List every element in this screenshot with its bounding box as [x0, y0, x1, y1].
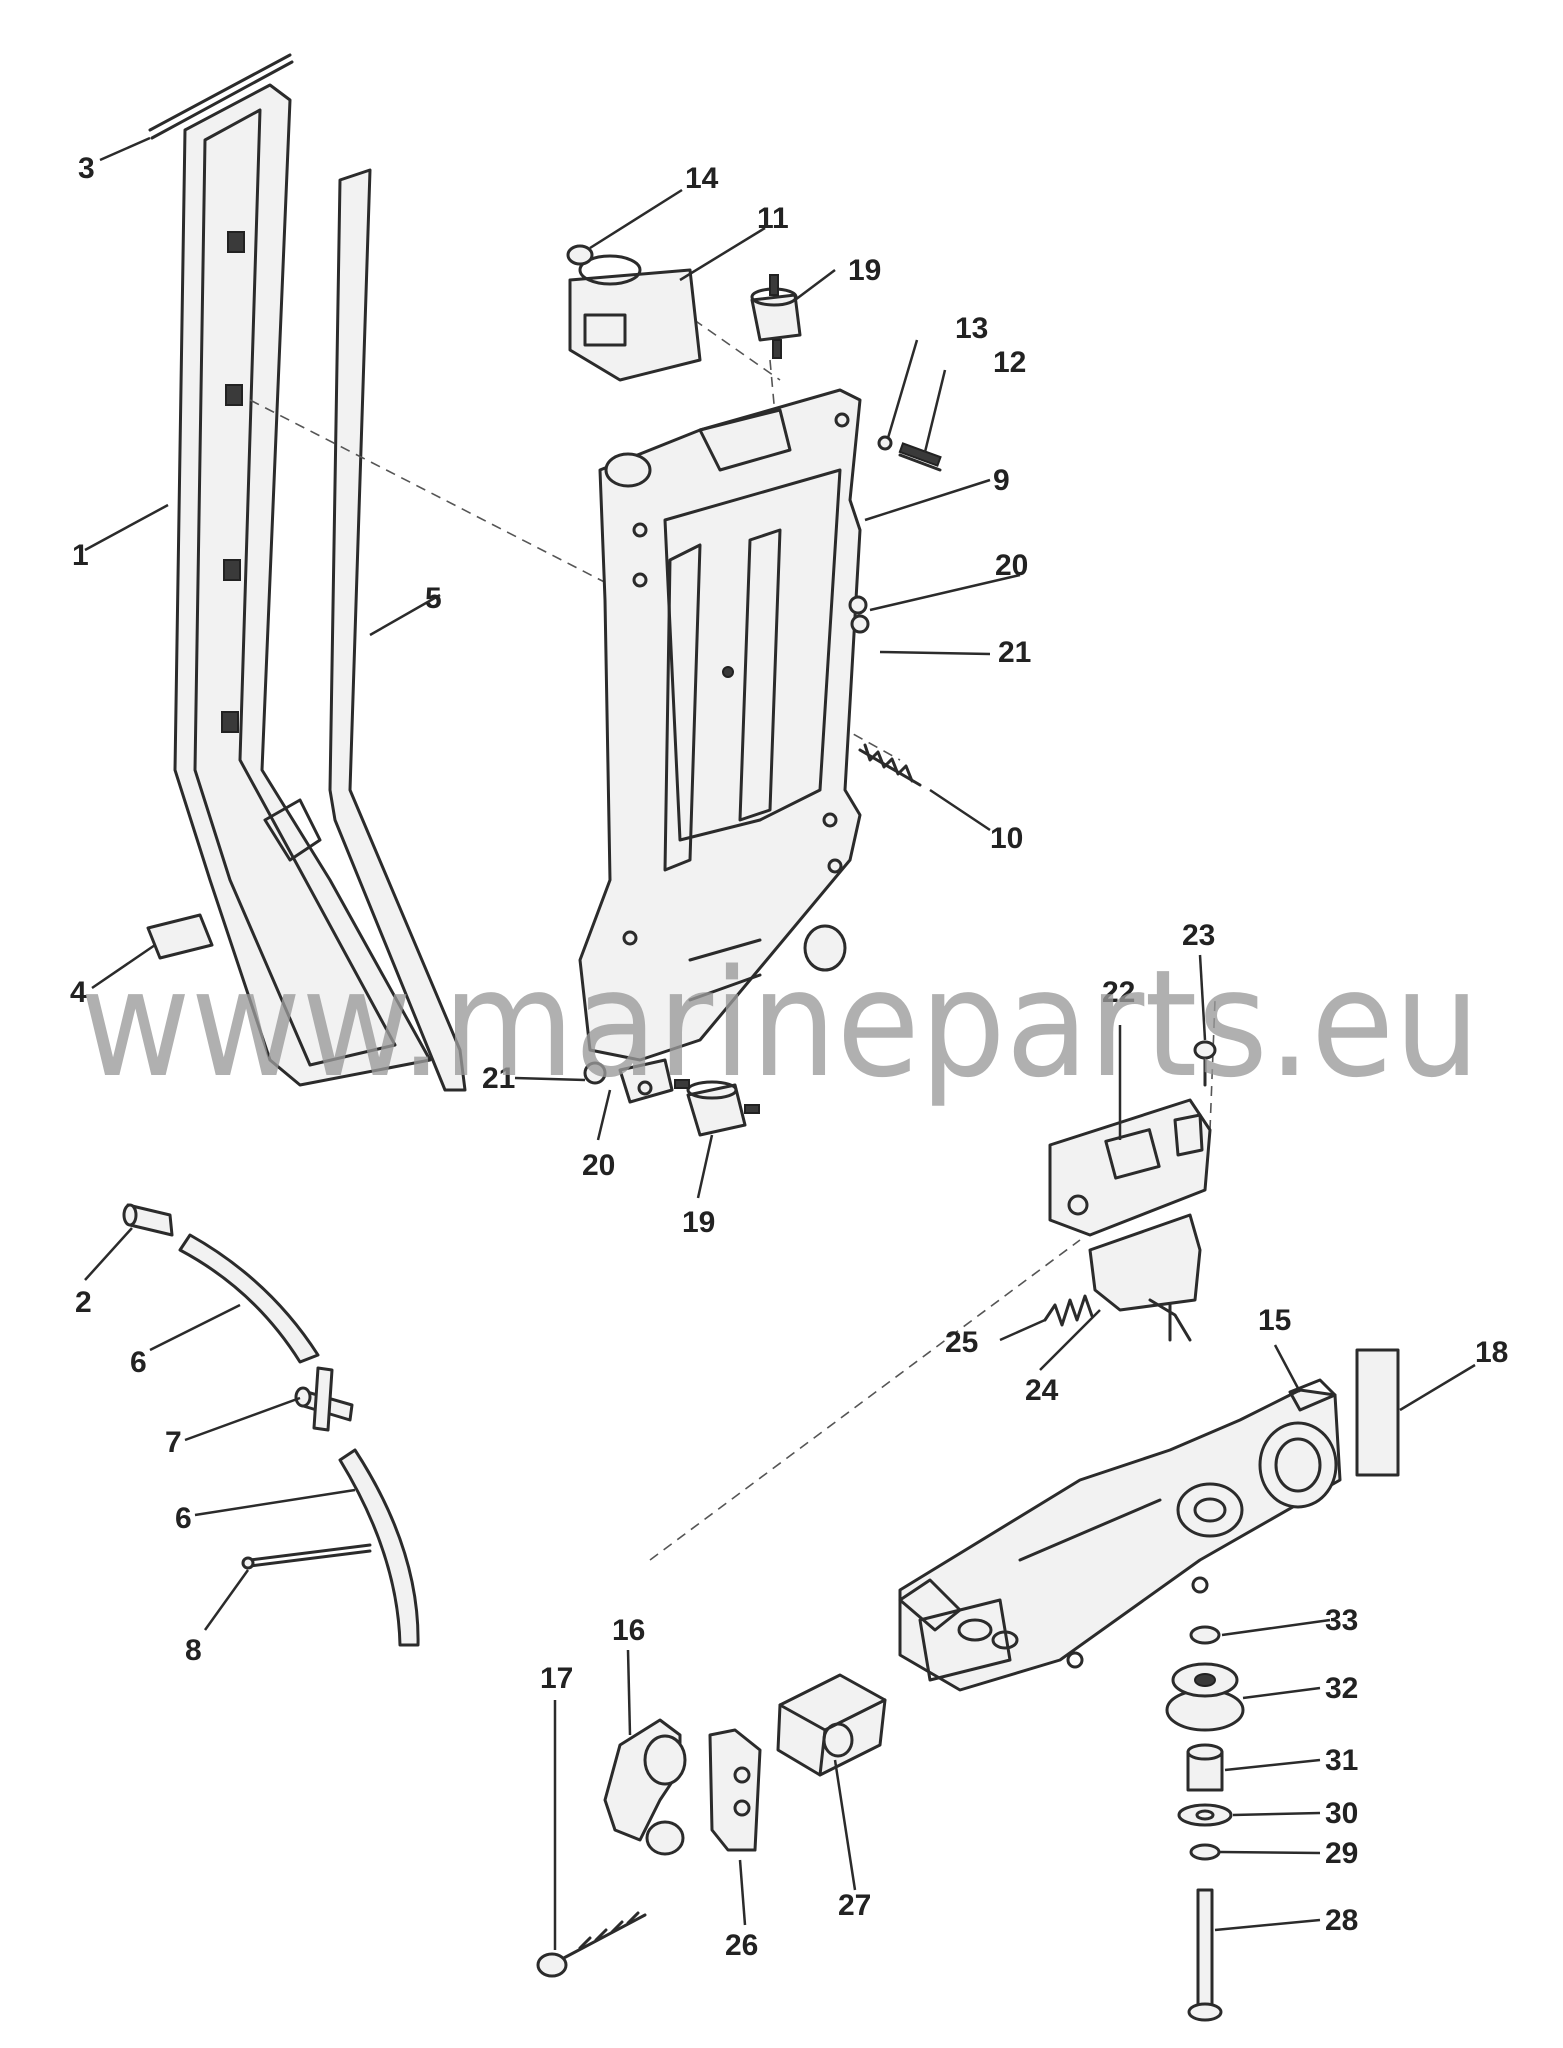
- callout-8: 8: [185, 1634, 202, 1667]
- callout-1: 1: [72, 539, 89, 572]
- callout-17: 17: [540, 1662, 573, 1695]
- callout-25: 25: [945, 1326, 978, 1359]
- callout-2: 2: [75, 1286, 92, 1319]
- part-14-nut: [566, 244, 594, 266]
- part-21-nut: [850, 614, 870, 634]
- part-25-spring: [1043, 1294, 1094, 1327]
- part-23-pin: [1193, 1040, 1217, 1087]
- part-7-tee-fitting: [294, 1366, 354, 1432]
- part-10-spring: [858, 743, 922, 787]
- part-11-clamp-housing: [568, 254, 702, 382]
- callout-21-lower: 21: [482, 1062, 515, 1095]
- callout-19: 19: [848, 254, 881, 287]
- callout-26: 26: [725, 1929, 758, 1962]
- callout-20: 20: [995, 549, 1028, 582]
- callout-20-lower: 20: [582, 1149, 615, 1182]
- callout-18: 18: [1475, 1336, 1508, 1369]
- part-27-block: [776, 1673, 887, 1777]
- callout-13: 13: [955, 312, 988, 345]
- part-24-latch: [1088, 1213, 1202, 1342]
- callout-15: 15: [1258, 1304, 1291, 1337]
- part-17-screw: [536, 1911, 647, 1978]
- part-13-washer: [877, 435, 893, 451]
- part-19-rubber-mount-top: [750, 274, 802, 359]
- callout-4: 4: [70, 976, 87, 1009]
- callout-19-lower: 19: [682, 1206, 715, 1239]
- callout-numbers: 3 1 4 5 14 11 19 13 12 9 20 21 10 21 20 …: [70, 152, 1508, 1962]
- callout-6: 6: [130, 1346, 147, 1379]
- callout-28: 28: [1325, 1904, 1358, 1937]
- part-20-block-lower: [618, 1058, 674, 1104]
- part-26-plate: [708, 1728, 762, 1852]
- part-9-swivel-bracket: [578, 388, 862, 1062]
- part-19-rubber-mount-lower: [674, 1079, 760, 1137]
- part-5-plate: [328, 168, 467, 1092]
- part-20-washer: [848, 595, 868, 615]
- part-29-lock-washer: [1189, 1843, 1221, 1861]
- part-6-hose-lower: [338, 1448, 420, 1647]
- callout-31: 31: [1325, 1744, 1358, 1777]
- part-33-washer: [1189, 1625, 1221, 1645]
- part-30-washer: [1177, 1803, 1233, 1827]
- callout-9: 9: [993, 464, 1010, 497]
- part-2-fitting: [122, 1203, 174, 1237]
- part-28-bolt: [1187, 1888, 1223, 2022]
- leader-lines: [84, 136, 1476, 1950]
- watermark-text: www.marineparts.eu: [80, 938, 1480, 1110]
- callout-33: 33: [1325, 1604, 1358, 1637]
- callout-22: 22: [1102, 976, 1135, 1009]
- callout-7: 7: [165, 1426, 182, 1459]
- part-1-long-bracket: [173, 83, 432, 1087]
- callout-6-lower: 6: [175, 1502, 192, 1535]
- part-32-mount: [1165, 1662, 1245, 1732]
- callout-11: 11: [757, 202, 789, 235]
- part-4-block: [146, 913, 214, 960]
- callout-24: 24: [1025, 1374, 1059, 1407]
- callout-27: 27: [838, 1889, 871, 1922]
- callout-5: 5: [425, 582, 442, 615]
- part-16-handle: [603, 1718, 687, 1856]
- callout-16: 16: [612, 1614, 645, 1647]
- part-6-hose-upper: [178, 1233, 320, 1364]
- part-18-pad: [1355, 1348, 1400, 1477]
- part-31-sleeve: [1186, 1743, 1224, 1792]
- part-3-pin: [148, 53, 294, 140]
- callout-29: 29: [1325, 1837, 1358, 1870]
- callout-3: 3: [78, 152, 95, 185]
- callout-14: 14: [685, 162, 719, 195]
- part-21-nut-lower: [583, 1061, 607, 1085]
- callout-10: 10: [990, 822, 1023, 855]
- part-8-pin: [241, 1543, 372, 1570]
- part-15-tilt-lever: [898, 1378, 1342, 1692]
- callout-23: 23: [1182, 919, 1215, 952]
- callout-32: 32: [1325, 1672, 1358, 1705]
- callout-12: 12: [993, 346, 1026, 379]
- part-22-latch-housing: [1048, 1098, 1212, 1237]
- part-12-bolt: [898, 442, 942, 472]
- callout-21: 21: [998, 636, 1031, 669]
- callout-30: 30: [1325, 1797, 1358, 1830]
